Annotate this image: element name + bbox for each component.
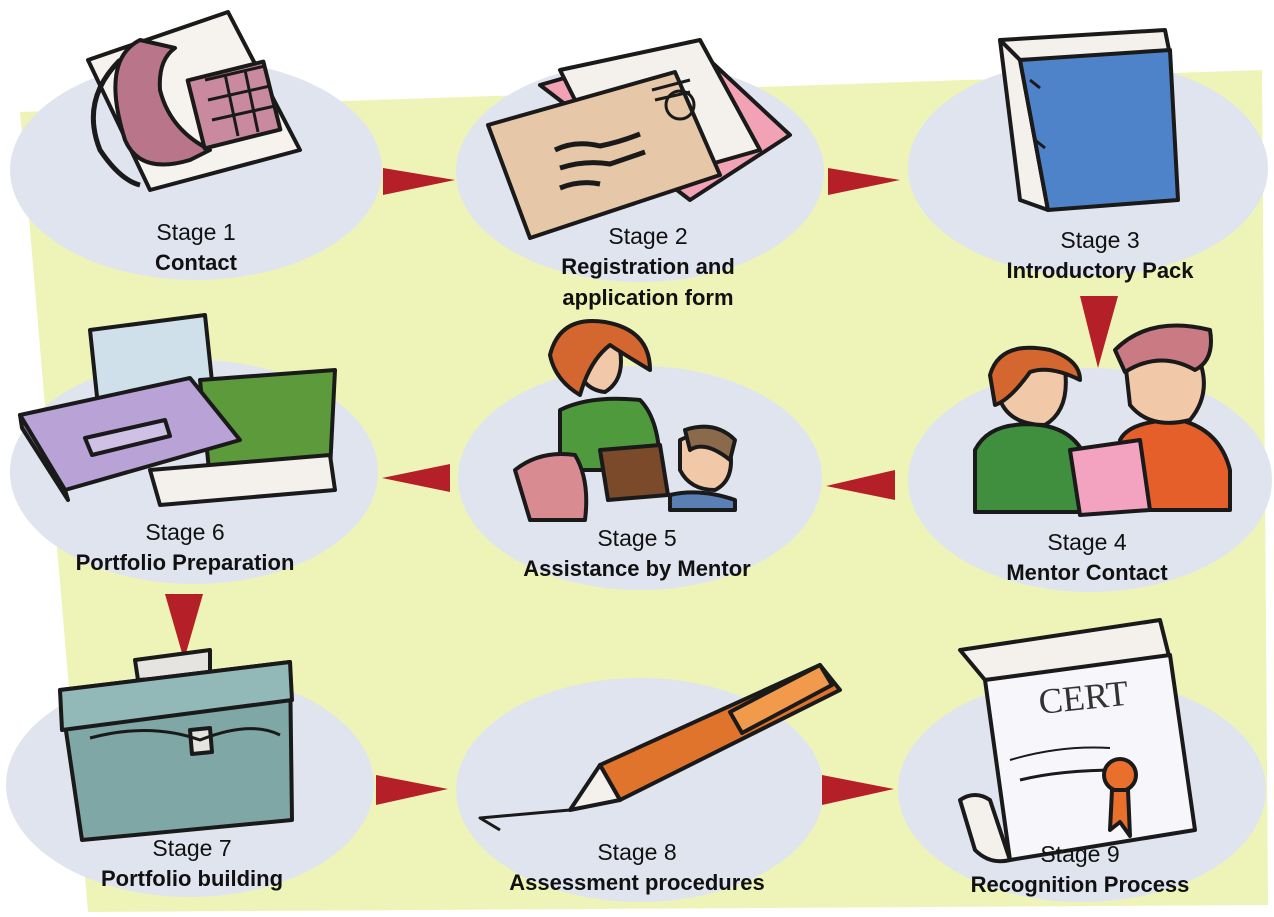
arrow-5-to-6 xyxy=(382,464,450,492)
stage-8-title: Assessment procedures xyxy=(509,870,765,895)
mentor-group-icon xyxy=(513,319,737,522)
videotape-books-icon xyxy=(18,313,337,507)
arrow-3-to-4 xyxy=(1080,296,1118,368)
stage-4-label: Stage 4 Mentor Contact xyxy=(1006,528,1167,588)
stage-5-title: Assistance by Mentor xyxy=(523,556,751,581)
envelope-icon xyxy=(486,38,792,240)
stage-2-number: Stage 2 xyxy=(608,223,688,249)
stage-9-number: Stage 9 xyxy=(1040,841,1120,867)
stage-4-number: Stage 4 xyxy=(1047,529,1127,555)
stage-9-title: Recognition Process xyxy=(970,872,1190,897)
stage-3-title: Introductory Pack xyxy=(1006,258,1194,283)
stage-6-title: Portfolio Preparation xyxy=(75,550,295,575)
arrow-4-to-5 xyxy=(826,470,895,500)
stage-3-number: Stage 3 xyxy=(1060,227,1140,253)
stage-5-number: Stage 5 xyxy=(597,525,677,551)
stage-8-label: Stage 8 Assessment procedures xyxy=(509,838,765,898)
people-reading-icon xyxy=(973,323,1232,517)
telephone-icon xyxy=(86,10,302,192)
stage-2-title-line-2: application form xyxy=(562,285,734,310)
stage-9-label: Stage 9 Recognition Process xyxy=(971,840,1190,900)
stage-6-label: Stage 6 Portfolio Preparation xyxy=(76,518,295,578)
stage-7-title: Portfolio building xyxy=(100,866,284,891)
stage-3-label: Stage 3 Introductory Pack xyxy=(1006,226,1193,286)
arrow-2-to-3 xyxy=(828,168,900,195)
stage-7-label: Stage 7 Portfolio building xyxy=(101,834,283,894)
certificate-text: CERT xyxy=(1037,673,1131,722)
stage-1-number: Stage 1 xyxy=(156,219,236,245)
arrow-7-to-8 xyxy=(376,775,448,805)
stage-2-title-line-1: Registration and xyxy=(561,254,735,279)
arrow-1-to-2 xyxy=(383,168,455,195)
pen-icon xyxy=(478,663,842,832)
stage-6-number: Stage 6 xyxy=(145,519,225,545)
stage-8-number: Stage 8 xyxy=(597,839,677,865)
stage-2-label: Stage 2 Registration and application for… xyxy=(561,222,735,313)
stage-4-title: Mentor Contact xyxy=(1006,560,1168,585)
briefcase-icon xyxy=(58,648,294,842)
arrow-6-to-7 xyxy=(165,594,203,660)
stage-5-label: Stage 5 Assistance by Mentor xyxy=(523,524,750,584)
stage-1-label: Stage 1 Contact xyxy=(155,218,237,278)
certificate-icon: CERT xyxy=(958,618,1197,864)
stage-7-number: Stage 7 xyxy=(152,835,232,861)
stage-1-title: Contact xyxy=(155,250,237,275)
binder-icon xyxy=(998,28,1180,212)
arrow-8-to-9 xyxy=(822,775,894,805)
